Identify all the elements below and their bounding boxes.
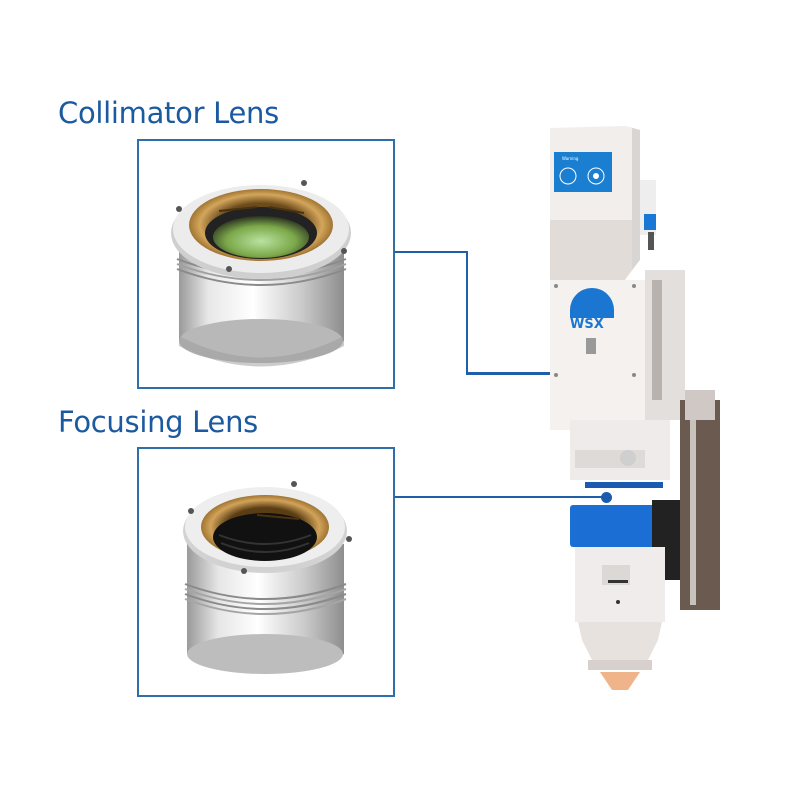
focusing-connector-line xyxy=(395,496,607,498)
warning-panel-title: Warning xyxy=(562,156,579,161)
collimator-lens-frame xyxy=(137,139,395,389)
collimator-lens-image xyxy=(139,141,393,387)
focusing-lens-image xyxy=(139,449,393,695)
collimator-connector-line xyxy=(466,251,468,374)
collimator-lens-title: Collimator Lens xyxy=(58,96,279,130)
focusing-lens-title: Focusing Lens xyxy=(58,405,258,439)
brand-logo-text: WSX xyxy=(570,317,604,332)
collimator-connector-line xyxy=(466,372,606,375)
focusing-lens-frame xyxy=(137,447,395,697)
laser-cutting-head-image: Warning WSX xyxy=(540,120,730,700)
collimator-connector-line xyxy=(395,251,468,253)
focusing-pointer-dot xyxy=(601,492,612,503)
warning-panel xyxy=(554,152,612,192)
